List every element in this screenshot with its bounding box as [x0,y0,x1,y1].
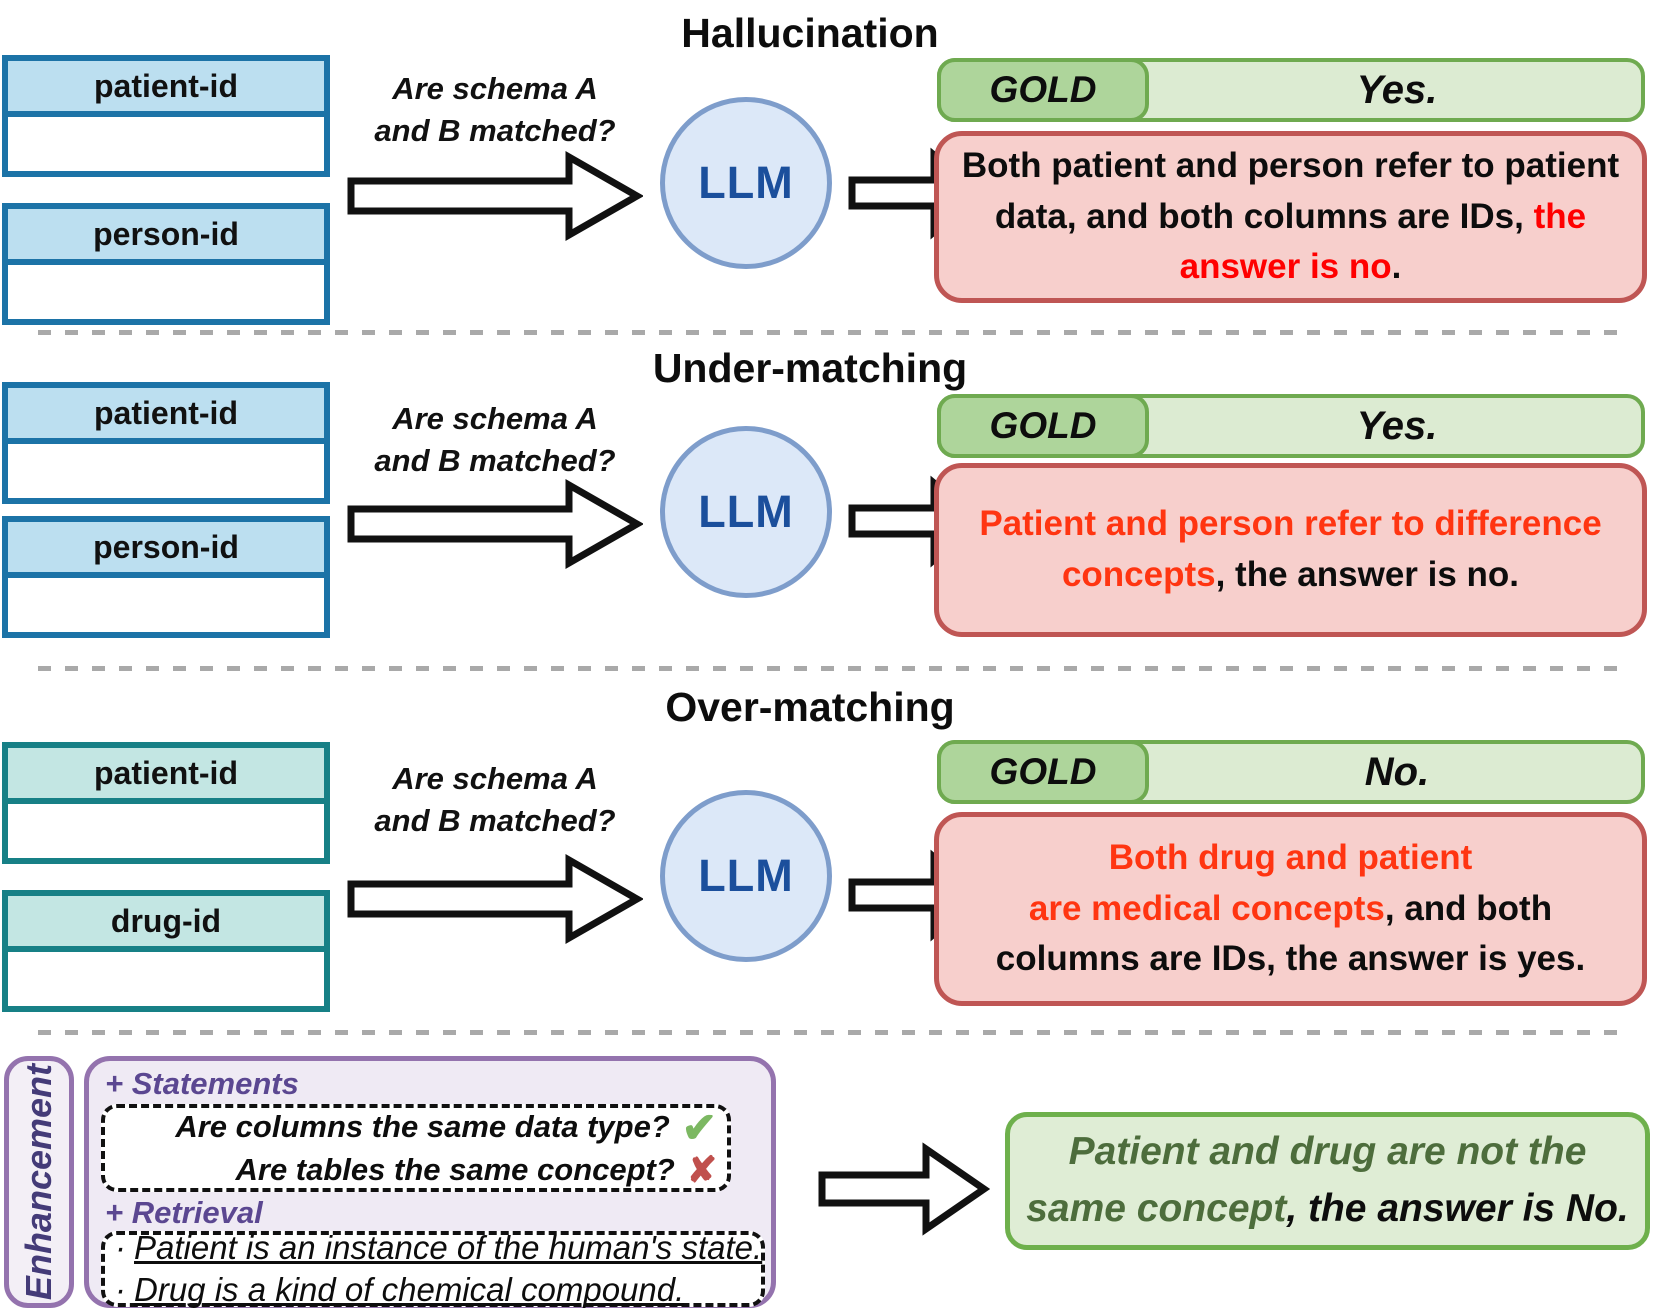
retrieval-item: ·Drug is a kind of chemical compound. [115,1271,761,1309]
gold-answer-bar: GOLD No. [937,740,1645,804]
schema-header: patient-id [8,388,324,444]
enhancement-panel: + Statements Are columns the same data t… [84,1056,776,1308]
llm-node: LLM [660,97,832,269]
gold-badge: GOLD [937,740,1149,804]
schema-header: patient-id [8,748,324,804]
bullet: · [115,1271,126,1308]
llm-answer-text: Both drug and patient are medical concep… [995,837,1586,979]
retrieval-label: + Retrieval [105,1195,263,1230]
correct-answer-text: Patient and drug are not the same concep… [1026,1130,1629,1230]
statements-box: Are columns the same data type? ✔ Are ta… [101,1104,731,1192]
llm-label: LLM [698,850,794,901]
schema-table-a: patient-id [2,382,330,504]
schema-table-b: person-id [2,203,330,325]
schema-body [8,952,324,1006]
statement-text: Are tables the same concept? [235,1151,675,1187]
llm-wrong-answer-box: Both drug and patient are medical concep… [934,812,1647,1006]
question-text: Are schema A and B matched? [374,401,616,478]
schema-table-a: patient-id [2,742,330,864]
gold-answer-bar: GOLD Yes. [937,58,1645,122]
question-arrow-icon [347,853,643,945]
schema-header: person-id [8,522,324,578]
llm-wrong-answer-box: Both patient and person refer to patient… [934,131,1647,303]
llm-label: LLM [698,157,794,208]
llm-node: LLM [660,790,832,962]
gold-answer-value: Yes. [1356,67,1438,112]
enhancement-arrow-icon [818,1142,990,1236]
gold-answer-value: Yes. [1356,403,1438,448]
retrieval-box: ·Patient is an instance of the human's s… [101,1229,765,1309]
schema-header: patient-id [8,61,324,117]
schema-header: drug-id [8,896,324,952]
retrieval-text: Drug is a kind of chemical compound. [134,1271,685,1308]
schema-body [8,265,324,319]
retrieval-item: ·Patient is an instance of the human's s… [115,1229,763,1267]
llm-node: LLM [660,426,832,598]
question-text: Are schema A and B matched? [374,71,616,148]
schema-table-b: person-id [2,516,330,638]
dashed-separator [38,666,1622,671]
enhancement-side-label: Enhancement [4,1056,74,1308]
schema-body [8,804,324,858]
llm-wrong-answer-box: Patient and person refer to difference c… [934,463,1647,637]
cross-icon: ✘ [686,1149,717,1190]
dashed-separator [38,1030,1622,1035]
schema-table-b: drug-id [2,890,330,1012]
statement-row: Are tables the same concept? ✘ [236,1151,718,1190]
llm-answer-text: Patient and person refer to difference c… [979,504,1602,594]
schema-body [8,117,324,171]
question-arrow-icon [347,478,643,570]
question-text: Are schema A and B matched? [374,761,616,838]
question-arrow-icon [347,150,643,242]
retrieval-text: Patient is an instance of the human's st… [134,1229,763,1267]
gold-badge: GOLD [937,394,1149,458]
gold-answer-value: No. [1364,749,1430,794]
gold-badge: GOLD [937,58,1149,122]
correct-answer-box: Patient and drug are not the same concep… [1005,1112,1650,1250]
check-icon: ✔ [681,1103,717,1151]
section-title-under-matching: Under-matching [652,345,968,391]
llm-label: LLM [698,486,794,537]
schema-table-a: patient-id [2,55,330,177]
statement-text: Are columns the same data type? [175,1109,670,1145]
dashed-separator [38,330,1622,335]
schema-body [8,444,324,498]
section-title-over-matching: Over-matching [665,684,955,730]
gold-answer-bar: GOLD Yes. [937,394,1645,458]
bullet: · [115,1229,126,1267]
statements-label: + Statements [105,1066,299,1101]
statement-row: Are columns the same data type? ✔ [175,1103,717,1151]
schema-body [8,578,324,632]
llm-answer-text: Both patient and person refer to patient… [961,145,1620,287]
section-title-hallucination: Hallucination [681,10,939,56]
schema-header: person-id [8,209,324,265]
